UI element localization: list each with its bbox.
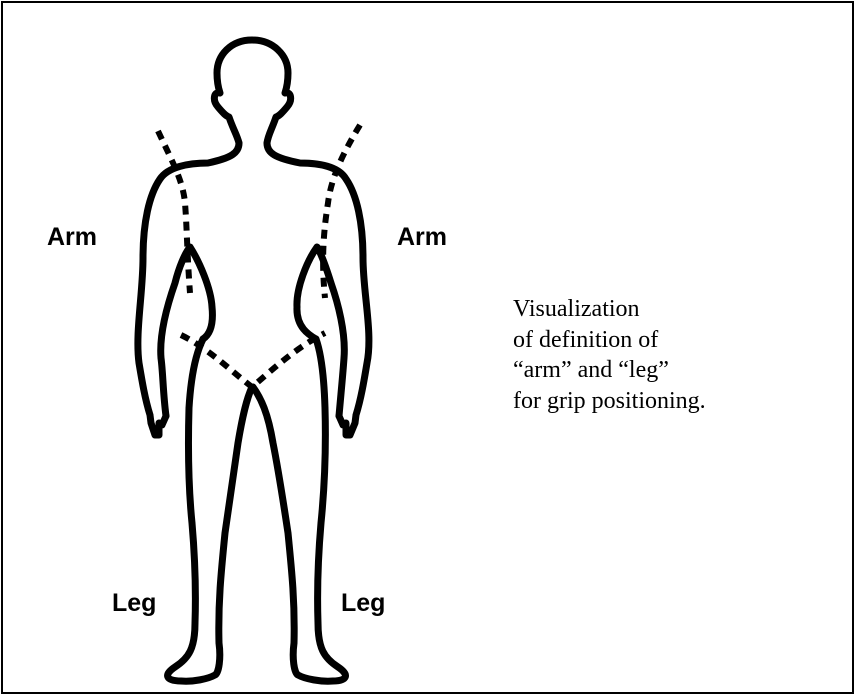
- caption-line-2: of definition of: [513, 325, 843, 356]
- caption-text: Visualization of definition of “arm” and…: [513, 294, 843, 416]
- arm-label-left: Arm: [47, 225, 97, 250]
- right-shoulder-arm-outline: [267, 143, 369, 435]
- arm-label-right: Arm: [397, 225, 447, 250]
- leg-label-right: Leg: [341, 591, 385, 616]
- left-shoulder-dash: [158, 131, 190, 293]
- leg-label-left: Leg: [112, 591, 156, 616]
- caption-line-4: for grip positioning.: [513, 386, 843, 417]
- caption-line-1: Visualization: [513, 294, 843, 325]
- left-leg-outline: [168, 339, 252, 681]
- caption-line-3: “arm” and “leg”: [513, 355, 843, 386]
- right-inner-arm-outline: [297, 247, 344, 416]
- head-outline: [214, 40, 290, 143]
- right-leg-outline: [253, 339, 345, 681]
